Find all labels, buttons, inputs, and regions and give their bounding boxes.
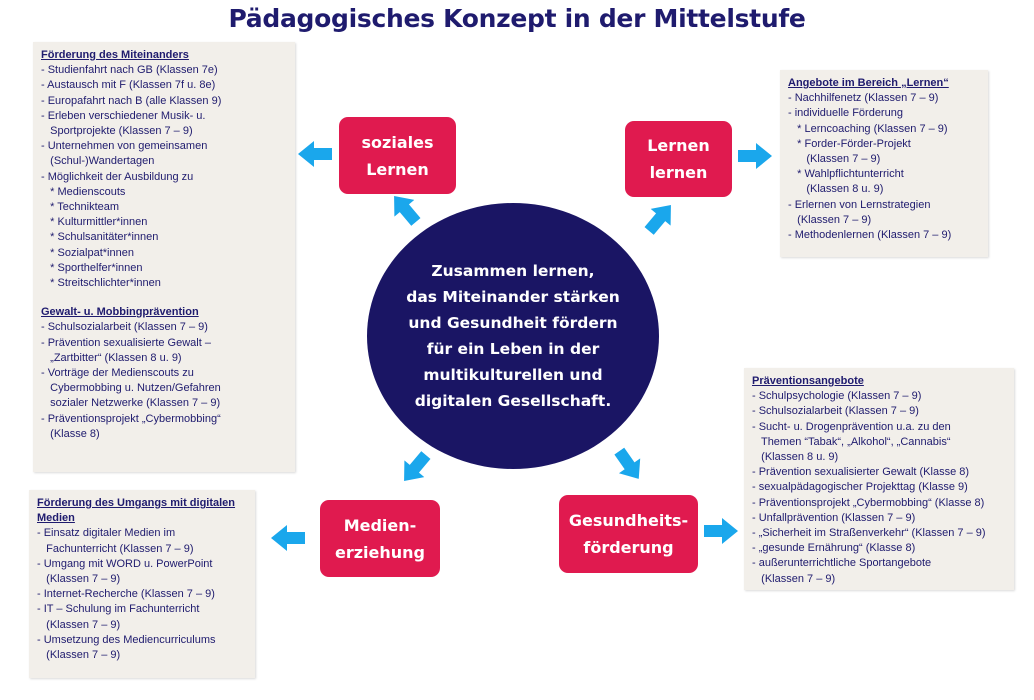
arrow-circle-to-gesundheit-icon <box>609 444 650 487</box>
panel-item: - Präventionsprojekt „Cybermobbing“ (Kla… <box>752 496 985 509</box>
panel-item: - Unternehmen von gemeinsamen <box>41 140 208 153</box>
box-label: Lernen <box>366 159 429 179</box>
panel-item: * Medienscouts <box>41 185 126 198</box>
box-label: Lernen <box>647 136 710 155</box>
panel-item: (Schul-)Wandertagen <box>41 155 155 168</box>
panel-item: (Klassen 7 – 9) <box>788 153 881 166</box>
panel-item: Sportprojekte (Klassen 7 – 9) <box>41 125 193 138</box>
box-gesundheitsfoerderung: Gesundheits- förderung <box>559 495 698 573</box>
central-line: für ein Leben in der <box>426 340 600 358</box>
panel-item: (Klassen 7 – 9) <box>37 573 121 586</box>
panel-heading: Förderung des Miteinanders <box>41 49 189 61</box>
panel-item: - Europafahrt nach B (alle Klassen 9) <box>41 94 222 107</box>
arrow-circle-to-soziales-icon <box>384 188 426 231</box>
panel-item: - Methodenlernen (Klassen 7 – 9) <box>788 229 952 242</box>
central-circle: Zusammen lernen, das Miteinander stärken… <box>367 203 659 469</box>
central-line: multikulturellen und <box>423 366 603 384</box>
box-label: Medien- <box>343 515 417 535</box>
panel-item: (Klassen 8 u. 9) <box>788 183 884 196</box>
panel-heading: Förderung des Umgangs mit digitalen Medi… <box>37 497 236 525</box>
box-lernen-lernen: Lernen lernen <box>625 121 732 197</box>
panel-praevention: Präventionsangebote - Schulpsychologie (K… <box>744 368 1014 590</box>
panel-item: (Klassen 7 – 9) <box>37 618 121 631</box>
panel-item: * Schulsanitäter*innen <box>41 231 159 244</box>
panel-item: - Unfallprävention (Klassen 7 – 9) <box>752 511 916 524</box>
arrow-circle-to-lernen-icon <box>639 197 681 240</box>
panel-medien: Förderung des Umgangs mit digitalen Medi… <box>29 490 255 678</box>
panel-item: - individuelle Förderung <box>788 107 903 120</box>
panel-item: * Forder-Förder-Projekt <box>788 137 911 150</box>
panel-item: - Umsetzung des Mediencurriculums <box>37 633 216 646</box>
central-line: das Miteinander stärken <box>406 288 620 306</box>
section-gap <box>41 291 287 305</box>
panel-item: - Erlernen von Lernstrategien <box>788 198 931 211</box>
box-label: förderung <box>583 538 674 557</box>
arrow-circle-to-medien-icon <box>394 447 436 490</box>
panel-item: Themen “Tabak“, „Alkohol“, „Cannabis“ <box>752 435 951 448</box>
panel-item: Fachunterricht (Klassen 7 – 9) <box>37 542 194 555</box>
box-label: soziales <box>361 132 434 152</box>
panel-item: * Sporthelfer*innen <box>41 261 143 274</box>
panel-item: (Klassen 7 – 9) <box>752 572 836 585</box>
arrow-medien-to-panel-icon <box>271 525 305 551</box>
panel-item: - Internet-Recherche (Klassen 7 – 9) <box>37 588 215 601</box>
panel-item: sozialer Netzwerke (Klassen 7 – 9) <box>41 397 221 410</box>
panel-lernen: Angebote im Bereich „Lernen“ - Nachhilfen… <box>780 70 988 257</box>
central-line: Zusammen lernen, <box>431 262 595 280</box>
panel-item: - Vorträge der Medienscouts zu <box>41 367 194 380</box>
box-soziales-lernen: soziales Lernen <box>339 117 456 194</box>
panel-item: „Zartbitter“ (Klassen 8 u. 9) <box>41 351 182 364</box>
arrow-soziales-to-panel-icon <box>298 141 332 167</box>
panel-item: - Präventionsprojekt „Cybermobbing“ <box>41 412 221 425</box>
box-label: Gesundheits- <box>568 511 689 530</box>
panel-heading: Angebote im Bereich „Lernen“ <box>788 77 949 89</box>
panel-item: * Lerncoaching (Klassen 7 – 9) <box>788 122 948 135</box>
panel-item: - außerunterrichtliche Sportangebote <box>752 557 932 570</box>
panel-item: - Einsatz digitaler Medien im <box>37 527 176 540</box>
panel-item: (Klassen 7 – 9) <box>37 649 121 662</box>
panel-item: - „gesunde Ernährung“ (Klasse 8) <box>752 542 916 555</box>
panel-item: - Möglichkeit der Ausbildung zu <box>41 170 194 183</box>
panel-item: (Klassen 8 u. 9) <box>752 451 839 464</box>
central-line: und Gesundheit fördern <box>408 314 618 332</box>
panel-item: - Nachhilfenetz (Klassen 7 – 9) <box>788 92 939 105</box>
panel-heading: Gewalt- u. Mobbingprävention <box>41 306 199 319</box>
box-label: lernen <box>649 163 708 182</box>
central-line: digitalen Gesellschaft. <box>414 392 612 410</box>
page-title: Pädagogisches Konzept in der Mittelstufe <box>228 4 806 33</box>
central-statement: Zusammen lernen, das Miteinander stärken… <box>406 258 620 414</box>
panel-miteinander: Förderung des Miteinanders - Studienfahrt… <box>33 42 295 472</box>
panel-item: * Wahlpflichtunterricht <box>788 168 904 181</box>
panel-item: (Klasse 8) <box>41 427 100 440</box>
panel-item: - Austausch mit F (Klassen 7f u. 8e) <box>41 79 216 92</box>
box-label: erziehung <box>334 542 425 562</box>
panel-item: - Studienfahrt nach GB (Klassen 7e) <box>41 64 218 77</box>
panel-item: - Erleben verschiedener Musik- u. <box>41 109 206 122</box>
panel-item: * Technikteam <box>41 201 120 214</box>
panel-item: - „Sicherheit im Straßenverkehr“ (Klasse… <box>752 527 986 540</box>
panel-item: * Sozialpat*innen <box>41 246 134 259</box>
panel-item: * Kulturmittler*innen <box>41 216 148 229</box>
panel-item: - Schulsozialarbeit (Klassen 7 – 9) <box>752 405 919 418</box>
arrow-gesundheit-to-panel-icon <box>704 518 738 544</box>
panel-item: - IT – Schulung im Fachunterricht <box>37 603 200 616</box>
panel-item: - sexualpädagogischer Projekttag (Klasse… <box>752 481 968 494</box>
panel-item: - Umgang mit WORD u. PowerPoint <box>37 557 213 570</box>
panel-item: - Prävention sexualisierte Gewalt – <box>41 336 211 349</box>
panel-item: (Klassen 7 – 9) <box>788 213 872 226</box>
panel-item: - Schulsozialarbeit (Klassen 7 – 9) <box>41 321 208 334</box>
panel-item: Cybermobbing u. Nutzen/Gefahren <box>41 382 221 395</box>
arrow-lernen-to-panel-icon <box>738 143 772 169</box>
box-medienerziehung: Medien- erziehung <box>320 500 440 577</box>
panel-item: * Streitschlichter*innen <box>41 277 161 290</box>
panel-item: - Schulpsychologie (Klassen 7 – 9) <box>752 390 922 403</box>
panel-item: - Prävention sexualisierter Gewalt (Klas… <box>752 466 970 479</box>
panel-heading: Präventionsangebote <box>752 375 864 387</box>
panel-item: - Sucht- u. Drogenprävention u.a. zu den <box>752 420 951 433</box>
